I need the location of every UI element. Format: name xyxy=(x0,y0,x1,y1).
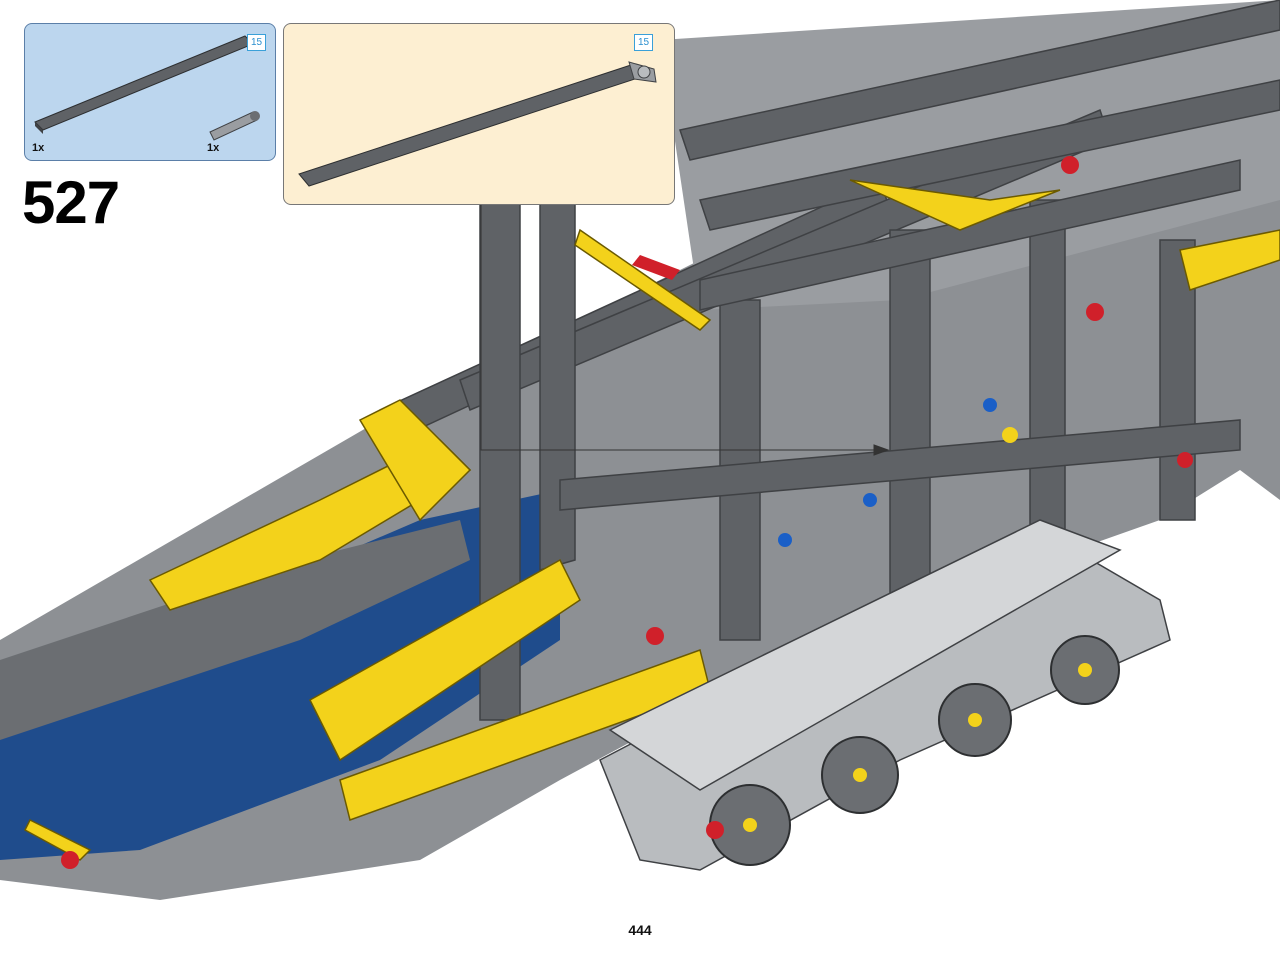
sub-pin-image xyxy=(628,61,657,83)
pin-part-image xyxy=(209,111,260,141)
crawler-track xyxy=(599,519,1171,871)
pins xyxy=(61,156,1193,869)
step-number: 527 xyxy=(22,169,120,236)
parts-list-callout: 15 1x 1x xyxy=(24,23,276,161)
sub-length-badge: 15 xyxy=(634,34,653,51)
beam-length-badge: 15 xyxy=(247,34,266,51)
beam-quantity: 1x xyxy=(32,142,45,154)
page-number: 444 xyxy=(628,922,652,938)
sub-assembly-callout: 15 xyxy=(283,23,675,205)
sub-assembly-art xyxy=(298,61,657,187)
insertion-guide xyxy=(480,195,890,456)
yellow-parts xyxy=(24,179,1280,861)
pin-quantity: 1x xyxy=(207,142,220,154)
sub-beam-image xyxy=(298,63,645,187)
beam-part-image xyxy=(34,35,254,134)
motion-arrow xyxy=(632,255,680,280)
parts-list-art xyxy=(34,35,260,141)
